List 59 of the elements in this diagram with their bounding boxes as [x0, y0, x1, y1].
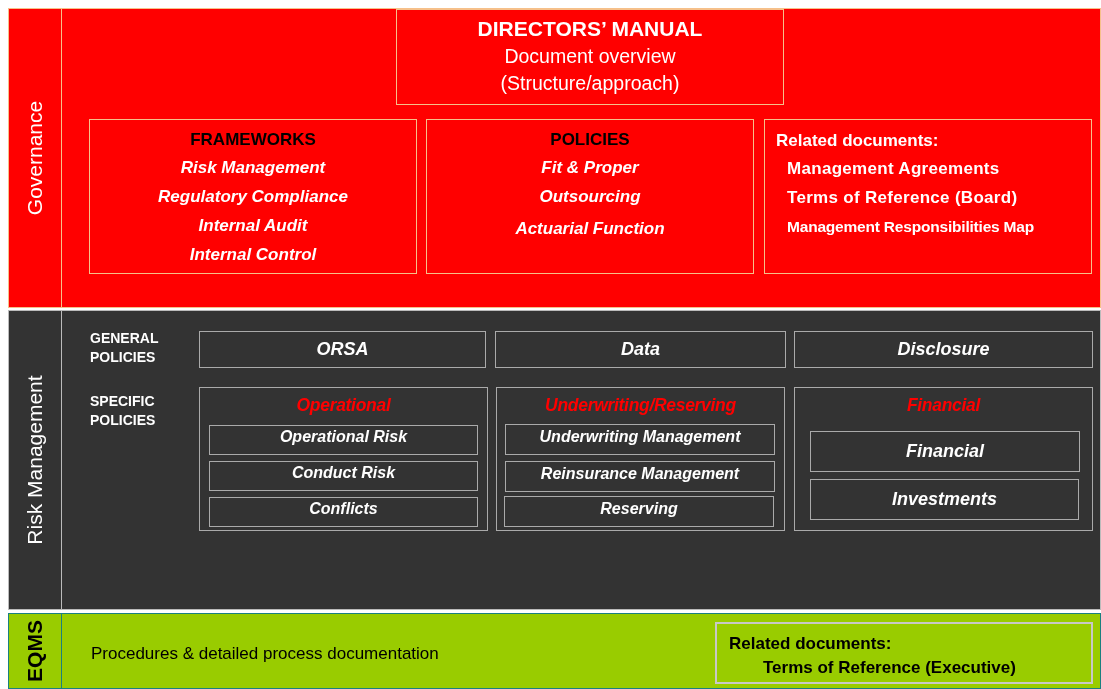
- policy-box: [505, 461, 775, 492]
- governance-band: [8, 8, 1101, 308]
- box-subtitle: Document overview (Structure/approach): [499, 44, 681, 96]
- policy-box: [505, 424, 775, 455]
- box-label: ORSA: [316, 339, 369, 360]
- box-label: Conflicts: [309, 500, 378, 518]
- box-label: Reinsurance Management: [540, 464, 740, 483]
- box-label: Data: [621, 339, 660, 360]
- list-item: Management Responsibilities Map: [786, 217, 1035, 237]
- policy-box: [209, 425, 478, 455]
- policy-box: [199, 331, 486, 368]
- box-label: Investments: [891, 489, 997, 510]
- box-heading: POLICIES: [549, 129, 631, 151]
- band-title: EQMS: [23, 620, 47, 682]
- eqms-band: [8, 613, 1101, 689]
- list-item: Internal Audit: [197, 215, 309, 237]
- box-heading: Related documents:: [729, 633, 893, 655]
- policy-box: [794, 331, 1093, 368]
- box-heading: FRAMEWORKS: [189, 129, 317, 151]
- policy-box: [810, 479, 1079, 520]
- list-item: Terms of Reference (Executive): [762, 657, 1017, 679]
- section-box: [426, 119, 754, 274]
- list-item: Management Agreements: [786, 158, 1001, 180]
- box-label: Conduct Risk: [291, 464, 396, 482]
- list-item: Terms of Reference (Board): [786, 187, 1019, 209]
- related-documents-box: [764, 119, 1092, 274]
- policy-box: [810, 431, 1080, 472]
- box-heading: Related documents:: [776, 130, 940, 152]
- risk-management-band: [8, 310, 1101, 610]
- policy-box: [209, 497, 478, 527]
- list-item: Fit & Proper: [540, 157, 641, 179]
- list-item: Actuarial Function: [514, 218, 666, 240]
- policy-group-box: [199, 387, 488, 531]
- box-label: Financial: [906, 441, 984, 462]
- band-description: Procedures & detailed process documentation: [91, 644, 439, 664]
- policy-group-box: [794, 387, 1093, 531]
- band-title: Risk Management: [23, 375, 47, 545]
- group-heading: Underwriting/Reserving: [544, 395, 737, 416]
- list-item: Risk Management: [179, 157, 327, 179]
- related-documents-box: [715, 622, 1093, 684]
- group-heading: Financial: [905, 395, 982, 416]
- list-item: Internal Control: [188, 244, 318, 266]
- box-heading: DIRECTORS’ MANUAL: [476, 16, 704, 42]
- box-label: Disclosure: [897, 339, 990, 360]
- list-item: Regulatory Compliance: [157, 186, 349, 208]
- box-label: Operational Risk: [279, 428, 408, 446]
- section-box: [89, 119, 417, 274]
- policy-box: [495, 331, 786, 368]
- policy-box: [504, 496, 774, 527]
- box-label: Underwriting Management: [539, 427, 741, 446]
- list-item: Outsourcing: [538, 186, 642, 208]
- policy-box: [209, 461, 478, 491]
- row-label: SPECIFIC POLICIES: [90, 392, 157, 430]
- box-label: Reserving: [600, 499, 678, 518]
- manual-box: [396, 9, 784, 105]
- row-label: GENERAL POLICIES: [90, 329, 160, 367]
- group-heading: Operational: [295, 395, 392, 416]
- policy-group-box: [496, 387, 785, 531]
- band-title: Governance: [23, 100, 47, 216]
